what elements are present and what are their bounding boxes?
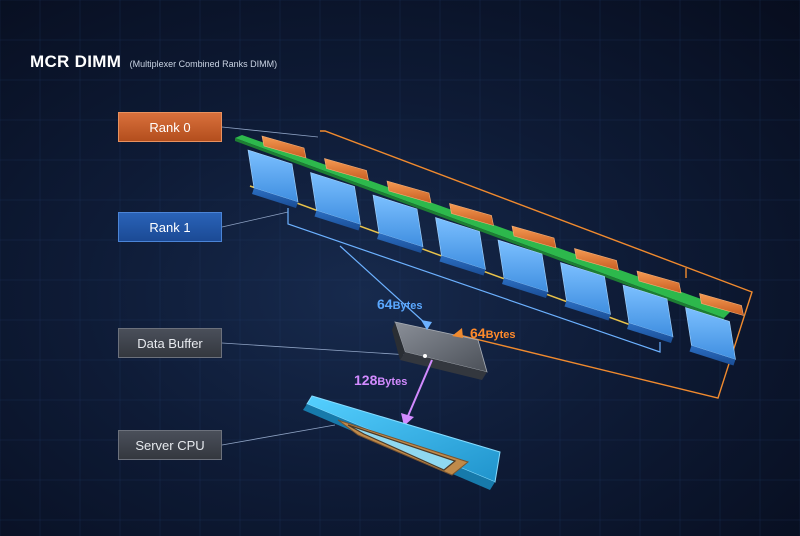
title-subtitle: (Multiplexer Combined Ranks DIMM) [129,59,278,69]
rank0-transfer-unit: Bytes [485,329,516,341]
rank0-label: Rank 0 [118,112,222,142]
rank1-dram-chip-side [377,233,423,253]
buffer-to-cpu-arrowhead [401,413,414,426]
rank0-arrowhead [452,328,463,338]
rank1-transfer-unit: Bytes [392,300,423,312]
rank1-dram-chip-side [252,188,298,208]
rank1-dram-chip-side [689,345,736,366]
rank1-arrowhead [421,320,432,330]
cpu-leader-line [221,424,336,446]
cpu-transfer-unit: Bytes [377,376,408,388]
buffer-leader-line [221,342,426,357]
dimm-pcb [235,135,732,318]
dimm-pcb-edge [235,138,724,321]
title-main: MCR DIMM [30,52,122,71]
rank0-dram-chip [386,180,432,204]
rank0-dram-chip [324,158,369,181]
rank0-dram-chip [511,225,557,249]
rank0-dram-chip [699,293,744,316]
server-cpu-label: Server CPU [118,430,222,460]
rank1-label: Rank 1 [118,212,222,242]
rank1-bracket [287,208,661,353]
rank0-leader-line [221,126,319,138]
rank0-transfer-value: 64 [470,325,486,341]
data-buffer-chip [392,321,488,380]
rank1-dram-chip-side [502,278,548,298]
diagram-title: MCR DIMM (Multiplexer Combined Ranks DIM… [30,52,277,72]
rank1-dram-chip-side [439,255,486,276]
server-cpu-chip [303,395,501,490]
cpu-transfer-size: 128Bytes [354,372,407,390]
rank0-bracket [320,130,753,399]
buffer-to-cpu-arrow [407,359,433,417]
rank0-dram-chip [636,270,682,294]
rank1-dram-chip-side [564,300,611,321]
rank1-leader-line [221,211,289,228]
rank0-dram-chip [574,248,619,271]
rank1-dram-chip-side [627,323,673,343]
rank0-dram-chip [261,135,307,159]
rank1-to-buffer-line [339,245,426,324]
buffer-anchor-dot [423,354,427,358]
rank0-chip-group [261,135,744,316]
rank1-transfer-value: 64 [377,296,393,312]
rank0-transfer-size: 64Bytes [470,325,516,343]
rank1-transfer-size: 64Bytes [377,296,423,314]
cpu-transfer-value: 128 [354,372,378,388]
rank1-chip-group [247,149,736,366]
rank0-dram-chip [449,203,494,226]
data-buffer-label: Data Buffer [118,328,222,358]
rank1-dram-chip-side [314,210,361,231]
